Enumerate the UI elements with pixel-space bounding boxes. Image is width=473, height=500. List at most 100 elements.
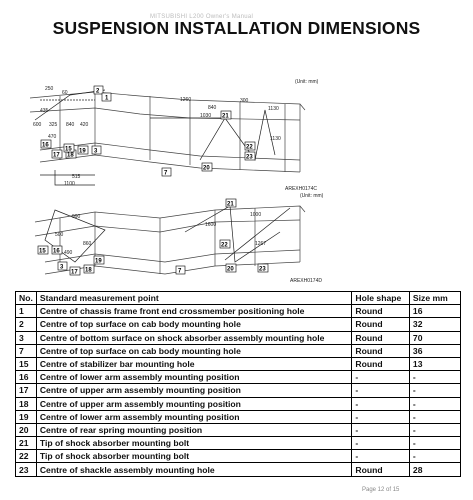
col-header-hole-shape: Hole shape <box>351 290 410 306</box>
cell-hole: Round <box>351 304 410 319</box>
col-header-size: Size mm <box>408 290 462 306</box>
cell-size: 70 <box>408 330 462 345</box>
figure-code-top: AREXH0174C <box>285 186 317 192</box>
point-label: 19 <box>95 259 102 265</box>
cell-point: Centre of upper arm assembly mounting po… <box>35 383 353 398</box>
point-label: 7 <box>178 269 182 275</box>
cell-size: - <box>408 409 462 424</box>
point-label: 3 <box>94 149 98 155</box>
cell-no: 15 <box>15 356 37 372</box>
dim-label: 500 <box>55 232 64 238</box>
measurement-table: No. Standard measurement point Hole shap… <box>15 290 462 477</box>
point-label: 22 <box>246 145 253 151</box>
cell-point: Centre of lower arm assembly mounting po… <box>35 370 353 385</box>
point-label: 17 <box>53 153 60 159</box>
point-label: 20 <box>227 267 234 273</box>
point-label: 20 <box>203 166 210 172</box>
cell-no: 20 <box>15 422 37 438</box>
dim-label: 420 <box>80 122 89 128</box>
cell-hole: - <box>351 436 410 451</box>
dim-label: 840 <box>66 122 75 128</box>
table-header-row: No. Standard measurement point Hole shap… <box>15 290 462 306</box>
point-label: 16 <box>42 143 49 149</box>
col-header-no: No. <box>15 290 37 306</box>
cell-hole: Round <box>351 330 410 345</box>
cell-point: Centre of lower arm assembly mounting po… <box>35 409 353 424</box>
cell-point: Centre of upper arm assembly mounting po… <box>35 396 353 411</box>
point-label: 23 <box>259 267 266 273</box>
cell-no: 17 <box>15 383 37 398</box>
cell-no: 7 <box>15 343 37 358</box>
cell-hole: Round <box>351 317 410 332</box>
point-label: 21 <box>227 202 234 208</box>
cell-hole: Round <box>351 462 410 477</box>
unit-label-top: (Unit: mm) <box>295 79 319 85</box>
point-label: 1 <box>105 96 109 102</box>
cell-size: - <box>408 370 462 385</box>
cell-point: Tip of shock absorber mounting bolt <box>35 436 353 451</box>
cell-size: 16 <box>408 304 462 319</box>
cell-point: Centre of stabilizer bar mounting hole <box>35 356 353 372</box>
cell-hole: - <box>351 396 410 411</box>
cell-no: 19 <box>15 409 37 424</box>
dim-label: 1267 <box>255 241 266 247</box>
dim-label: 470 <box>48 134 57 140</box>
dim-label: 250 <box>45 86 54 92</box>
cell-no: 22 <box>15 449 37 464</box>
dim-label: 840 <box>208 105 217 111</box>
page-title: SUSPENSION INSTALLATION DIMENSIONS <box>52 18 421 38</box>
cell-hole: - <box>351 409 410 424</box>
cell-no: 21 <box>15 436 37 451</box>
dim-label: 490 <box>64 250 73 256</box>
point-label: 7 <box>164 171 168 177</box>
cell-point: Centre of bottom surface on shock absorb… <box>35 330 353 345</box>
point-label: 18 <box>67 153 74 159</box>
point-label: 16 <box>53 249 60 255</box>
cell-hole: - <box>351 383 410 398</box>
cell-point: Centre of top surface on cab body mounti… <box>35 317 353 332</box>
point-label: 2 <box>96 89 100 95</box>
cell-point: Centre of rear spring mounting position <box>35 422 353 438</box>
dim-label: 600 <box>33 122 42 128</box>
cell-no: 3 <box>15 330 37 345</box>
cell-no: 23 <box>15 462 37 477</box>
cell-size: - <box>408 422 462 438</box>
dim-label: 1000 <box>250 212 261 218</box>
cell-hole: - <box>351 370 410 385</box>
col-header-point: Standard measurement point <box>35 290 353 306</box>
dim-label: 325 <box>49 122 58 128</box>
cell-no: 2 <box>15 317 37 332</box>
cell-no: 1 <box>15 304 37 319</box>
cell-size: - <box>408 436 462 451</box>
dim-label: 1130 <box>268 106 279 112</box>
cell-point: Centre of top surface on cab body mounti… <box>35 343 353 358</box>
page-header-faint: MITSUBISHI L200 Owner's Manual <box>150 14 254 20</box>
cell-size: 32 <box>408 317 462 332</box>
dim-label: 990 <box>72 214 81 220</box>
point-label: 17 <box>71 270 78 276</box>
cell-size: - <box>408 396 462 411</box>
cell-hole: Round <box>351 343 410 358</box>
cell-hole: Round <box>351 356 410 372</box>
cell-point: Centre of shackle assembly mounting hole <box>35 462 353 477</box>
cell-point: Centre of chassis frame front end crossm… <box>35 304 353 319</box>
suspension-diagrams: (Unit: mm) AREXH0174C 250 60 435 1260 84… <box>29 79 324 284</box>
point-label: 23 <box>246 155 253 161</box>
dim-label: 1030 <box>200 113 211 119</box>
point-label: 21 <box>222 114 229 120</box>
dim-label: 60 <box>62 90 68 96</box>
page-indicator: Page 12 of 15 <box>362 487 400 493</box>
dim-label: 300 <box>240 98 249 104</box>
dim-label: 1100 <box>64 181 75 187</box>
point-label: 3 <box>60 265 64 271</box>
